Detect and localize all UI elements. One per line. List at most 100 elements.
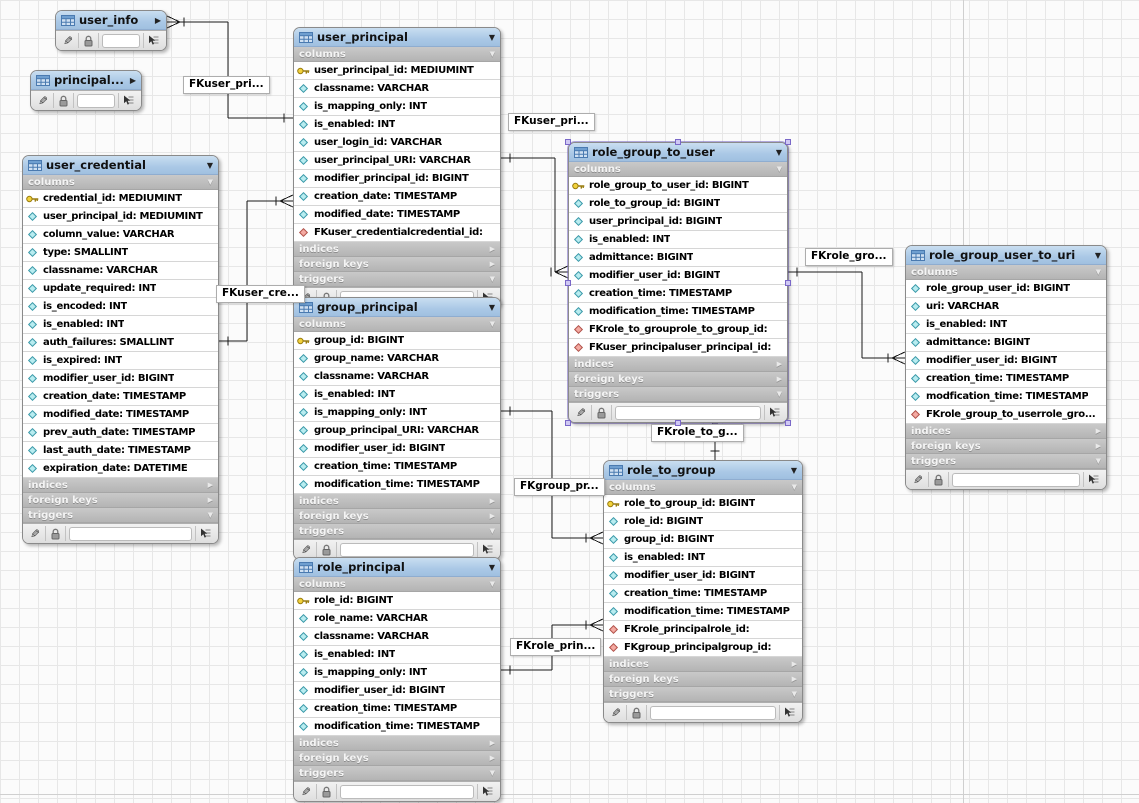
field-row[interactable]: role_id: BIGINT [604,513,802,531]
table-header[interactable]: user_credential▼ [23,156,218,175]
table-user_principal[interactable]: user_principal▼columns▼user_principal_id… [293,27,501,308]
section-triggers[interactable]: triggers▼ [604,687,802,702]
section-foreign-keys[interactable]: foreign keys▶ [23,493,218,508]
edit-pencil-icon[interactable]: ✎ [607,705,627,720]
table-role_group_to_user[interactable]: role_group_to_user▼columns▼role_group_to… [568,142,788,423]
table-user_info[interactable]: user_info▶ ✎ [55,10,167,51]
field-row[interactable]: role_to_group_id: BIGINT [604,495,802,513]
field-row[interactable]: modified_date: TIMESTAMP [294,206,500,224]
collapse-arrow-icon[interactable]: ▼ [775,147,782,157]
table-header[interactable]: role_to_group▼ [604,461,802,480]
field-row[interactable]: modifier_user_id: BIGINT [604,567,802,585]
edit-pencil-icon[interactable]: ✎ [34,93,54,108]
columns-section-header[interactable]: columns▼ [294,47,500,62]
field-row[interactable]: modifier_user_id: BIGINT [294,682,500,700]
field-row[interactable]: role_group_user_id: BIGINT [906,280,1106,298]
field-row[interactable]: is_mapping_only: INT [294,98,500,116]
selection-handle[interactable] [565,420,571,426]
context-menu-icon[interactable] [764,405,784,420]
columns-section-header[interactable]: columns▼ [294,577,500,592]
field-row[interactable]: classname: VARCHAR [23,262,218,280]
context-menu-icon[interactable] [118,93,138,108]
field-row[interactable]: modifier_user_id: BIGINT [569,267,787,285]
table-header[interactable]: user_principal▼ [294,28,500,47]
selection-handle[interactable] [565,280,571,286]
lock-icon[interactable] [46,526,66,541]
section-indices[interactable]: indices▶ [294,494,500,509]
table-principal[interactable]: principal...▶✎ [30,70,142,111]
section-foreign-keys[interactable]: foreign keys▶ [294,257,500,272]
edit-pencil-icon[interactable]: ✎ [297,542,317,557]
selection-handle[interactable] [675,420,681,426]
field-row[interactable]: is_mapping_only: INT [294,404,500,422]
section-indices[interactable]: indices▶ [604,657,802,672]
field-row[interactable]: update_required: INT [23,280,218,298]
field-row[interactable]: user_principal_id: MEDIUMINT [23,208,218,226]
table-header[interactable]: user_info▶ [56,11,166,30]
field-row[interactable]: is_enabled: INT [604,549,802,567]
collapse-arrow-icon[interactable]: ▼ [206,160,213,170]
collapse-arrow-icon[interactable]: ▼ [488,562,495,572]
field-row[interactable]: modification_time: TIMESTAMP [604,603,802,621]
field-row[interactable]: modfication_time: TIMESTAMP [906,388,1106,406]
field-row[interactable]: classname: VARCHAR [294,368,500,386]
edit-pencil-icon[interactable]: ✎ [572,405,592,420]
field-row[interactable]: column_value: VARCHAR [23,226,218,244]
collapse-arrow-icon[interactable]: ▼ [1094,250,1101,260]
relationship-label[interactable]: FKuser_pri... [508,113,595,131]
field-row[interactable]: group_name: VARCHAR [294,350,500,368]
field-row[interactable]: user_principal_id: BIGINT [569,213,787,231]
field-row[interactable]: user_principal_id: MEDIUMINT [294,62,500,80]
field-row[interactable]: uri: VARCHAR [906,298,1106,316]
edit-pencil-icon[interactable]: ✎ [59,33,79,48]
edit-pencil-icon[interactable]: ✎ [297,784,317,799]
columns-section-header[interactable]: columns▼ [569,162,787,177]
field-row[interactable]: modifier_principal_id: BIGINT [294,170,500,188]
field-row[interactable]: modification_time: TIMESTAMP [294,718,500,736]
context-menu-icon[interactable] [143,33,163,48]
field-row[interactable]: creation_time: TIMESTAMP [569,285,787,303]
field-row[interactable]: is_enabled: INT [294,116,500,134]
columns-section-header[interactable]: columns▼ [23,175,218,190]
field-row[interactable]: creation_time: TIMESTAMP [604,585,802,603]
field-row[interactable]: is_enabled: INT [569,231,787,249]
field-row[interactable]: creation_date: TIMESTAMP [23,388,218,406]
field-row[interactable]: role_to_group_id: BIGINT [569,195,787,213]
section-triggers[interactable]: triggers▼ [906,454,1106,469]
lock-icon[interactable] [317,784,337,799]
section-triggers[interactable]: triggers▼ [294,272,500,287]
relationship-label[interactable]: FKgroup_pr... [514,478,605,496]
field-row[interactable]: group_principal_URI: VARCHAR [294,422,500,440]
context-menu-icon[interactable] [477,784,497,799]
section-indices[interactable]: indices▶ [294,242,500,257]
field-row[interactable]: group_id: BIGINT [294,332,500,350]
section-indices[interactable]: indices▶ [569,357,787,372]
relationship-label[interactable]: FKrole_to_g... [651,424,744,442]
comment-box[interactable] [102,33,140,48]
field-row[interactable]: is_encoded: INT [23,298,218,316]
lock-icon[interactable] [79,33,99,48]
collapse-arrow-icon[interactable]: ▼ [790,465,797,475]
field-row[interactable]: modified_date: TIMESTAMP [23,406,218,424]
selection-handle[interactable] [675,139,681,145]
relationship-label[interactable]: FKrole_prin... [510,638,602,656]
comment-box[interactable] [615,405,761,420]
field-row[interactable]: creation_time: TIMESTAMP [906,370,1106,388]
field-row[interactable]: prev_auth_date: TIMESTAMP [23,424,218,442]
field-row[interactable]: auth_failures: SMALLINT [23,334,218,352]
comment-box[interactable] [952,472,1080,487]
lock-icon[interactable] [929,472,949,487]
field-row[interactable]: is_enabled: INT [906,316,1106,334]
section-triggers[interactable]: triggers▼ [294,766,500,781]
context-menu-icon[interactable] [195,526,215,541]
section-triggers[interactable]: triggers▼ [569,387,787,402]
field-row[interactable]: expiration_date: DATETIME [23,460,218,478]
field-row[interactable]: creation_date: TIMESTAMP [294,188,500,206]
section-indices[interactable]: indices▶ [906,424,1106,439]
field-row[interactable]: is_mapping_only: INT [294,664,500,682]
field-row[interactable]: FKuser_principaluser_principal_id: [569,339,787,357]
field-row[interactable]: is_expired: INT [23,352,218,370]
collapse-arrow-icon[interactable]: ▼ [488,32,495,42]
section-foreign-keys[interactable]: foreign keys▶ [906,439,1106,454]
selection-handle[interactable] [565,139,571,145]
